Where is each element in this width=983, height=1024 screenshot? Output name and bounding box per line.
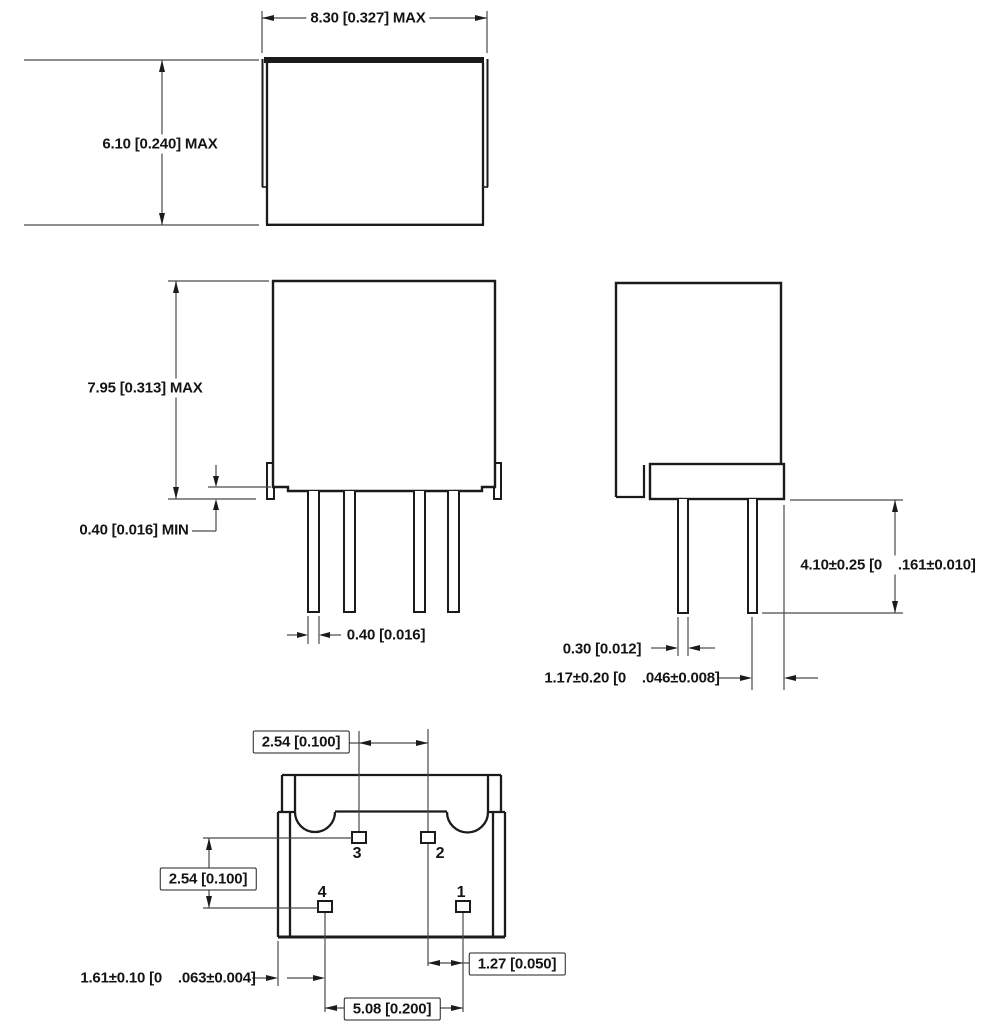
pad-pin-1 xyxy=(455,900,471,913)
front-body xyxy=(271,279,497,493)
dim-side-pin-length: 4.10±0.25 [0 .161±0.010] xyxy=(796,555,980,575)
bottom-view-arrowheads xyxy=(206,740,463,1011)
front-view-outline xyxy=(266,279,502,613)
dim-side-pin-to-edge: 1.17±0.20 [0 .046±0.008] xyxy=(544,669,720,687)
dim-bottom-edge-offset: 1.61±0.10 [0 .063±0.004] xyxy=(80,969,256,987)
front-pin-2 xyxy=(343,491,356,613)
pin-number-2: 2 xyxy=(435,845,445,862)
top-view xyxy=(24,11,489,226)
pin-number-3: 3 xyxy=(352,845,362,862)
side-base-flange xyxy=(648,462,786,501)
dim-bottom-pin-span: 5.08 [0.200] xyxy=(343,997,441,1021)
dim-front-height: 7.95 [0.313] MAX xyxy=(83,378,207,398)
bottom-view-outline xyxy=(276,773,507,939)
dim-bottom-pitch-x: 2.54 [0.100] xyxy=(252,730,350,754)
top-view-lid-edge xyxy=(264,57,484,63)
front-pin-4 xyxy=(447,491,460,613)
bottom-view-pads xyxy=(317,831,471,913)
front-view xyxy=(168,279,502,644)
bottom-right-scallop xyxy=(445,811,490,834)
side-view-outline xyxy=(614,281,786,614)
side-pin-a xyxy=(677,499,689,614)
dim-top-height: 6.10 [0.240] MAX xyxy=(98,134,222,154)
dim-bottom-pin1-offset: 1.27 [0.050] xyxy=(468,952,566,976)
top-view-arrowheads xyxy=(159,15,487,225)
side-view xyxy=(614,281,903,690)
pin-number-1: 1 xyxy=(456,884,466,901)
dim-front-pin-width: 0.40 [0.016] xyxy=(346,626,426,644)
front-view-dimension-lines xyxy=(168,280,341,644)
top-view-outline xyxy=(261,57,489,226)
pad-pin-2 xyxy=(420,831,436,844)
top-view-dimension-lines xyxy=(24,11,488,226)
front-pin-3 xyxy=(413,491,426,613)
side-left-leg xyxy=(616,465,646,499)
side-pin-b xyxy=(747,499,758,614)
bottom-left-scallop xyxy=(293,811,337,834)
pad-pin-3 xyxy=(351,831,367,844)
side-view-arrowheads xyxy=(666,500,898,681)
dim-side-pin-thickness: 0.30 [0.012] xyxy=(562,640,642,658)
dim-front-standoff: 0.40 [0.016] MIN xyxy=(79,521,189,539)
front-view-arrowheads xyxy=(173,281,330,638)
bottom-view xyxy=(203,729,507,1012)
dim-bottom-pitch-y: 2.54 [0.100] xyxy=(159,867,257,891)
dim-top-width: 8.30 [0.327] MAX xyxy=(306,8,430,28)
pad-pin-4 xyxy=(317,900,333,913)
front-pin-1 xyxy=(307,491,320,613)
pin-number-4: 4 xyxy=(317,884,327,901)
side-body xyxy=(614,281,783,497)
